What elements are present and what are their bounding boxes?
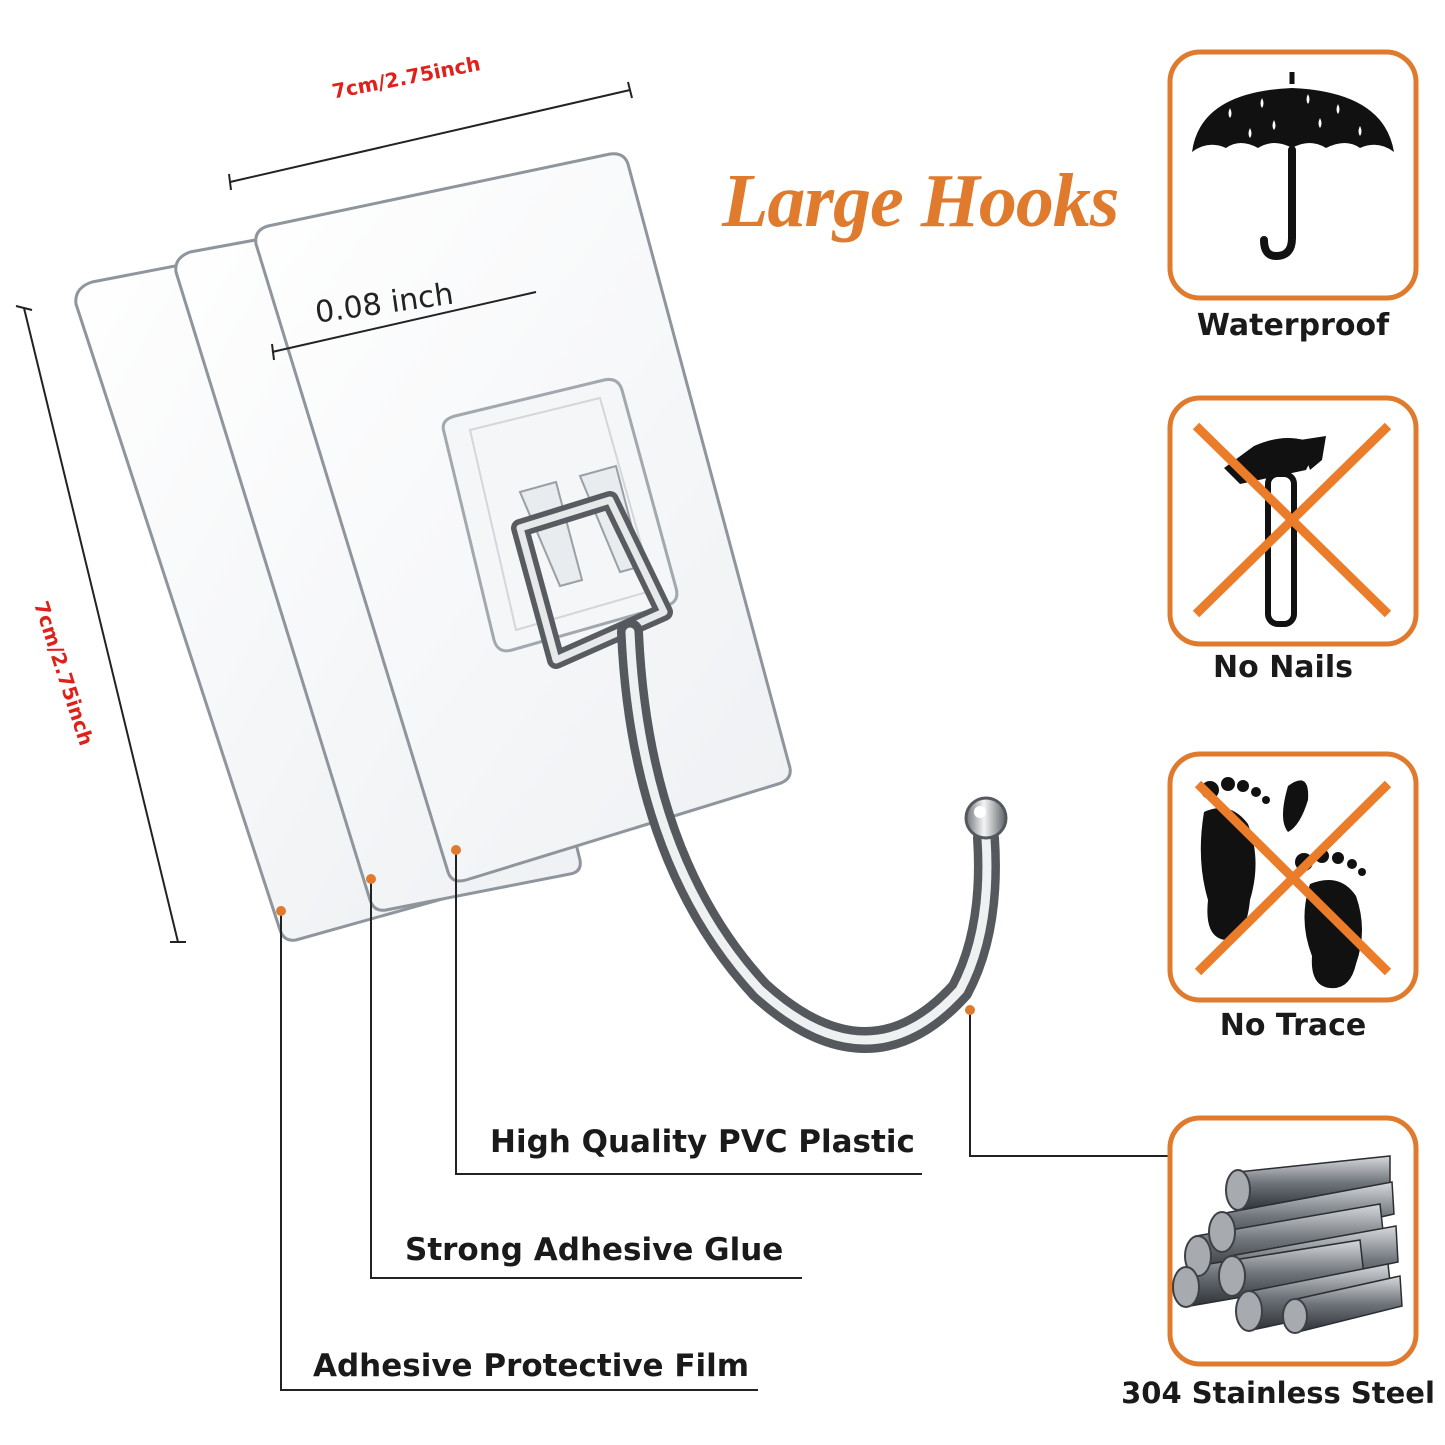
umbrella-icon <box>1192 72 1394 261</box>
steel-rods-icon <box>1172 1155 1403 1334</box>
callout-pvc-plastic: High Quality PVC Plastic <box>490 1124 915 1160</box>
no-footprints-icon <box>1194 777 1392 989</box>
callout-leader-lines <box>280 852 1168 1391</box>
feature-label-no-nails: No Nails <box>1213 650 1353 685</box>
feature-label-no-trace: No Trace <box>1219 1008 1367 1043</box>
width-dimension-line <box>228 81 633 191</box>
callout-protective-film: Adhesive Protective Film <box>313 1348 750 1384</box>
feature-label-waterproof: Waterproof <box>1196 308 1390 343</box>
thickness-dimension-line <box>271 291 537 361</box>
height-dimension-line <box>15 305 186 943</box>
stainless-steel-hook <box>511 491 1008 1053</box>
page-title: Large Hooks <box>722 159 1119 243</box>
callout-markers <box>276 845 975 1015</box>
feature-label-stainless-steel: 304 Stainless Steel <box>1121 1376 1435 1410</box>
no-hammer-icon <box>1192 422 1392 627</box>
callout-adhesive-glue: Strong Adhesive Glue <box>405 1232 784 1268</box>
